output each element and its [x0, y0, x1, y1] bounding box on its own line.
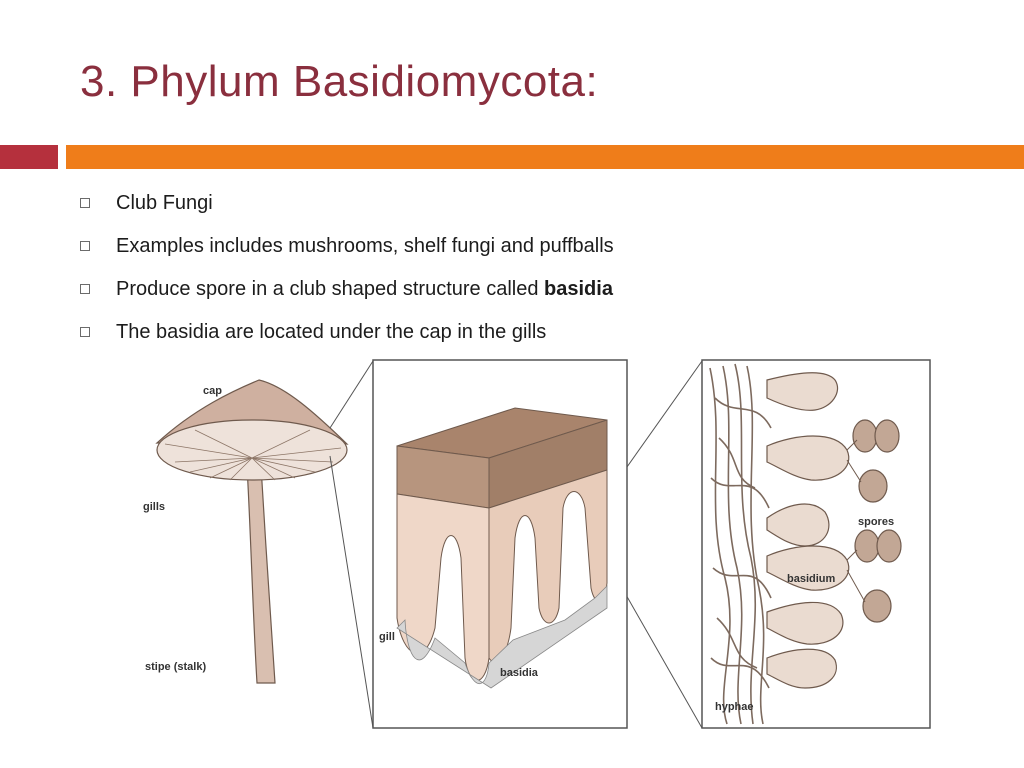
stipe-shape [246, 465, 276, 684]
basidia-clubs [766, 372, 850, 689]
square-bullet-icon [80, 327, 90, 337]
gill-lines [164, 429, 342, 481]
label-spores: spores [858, 516, 894, 528]
basidia-layer [396, 585, 608, 689]
square-bullet-icon [80, 241, 90, 251]
label-gill: gill [379, 631, 395, 643]
spores [852, 419, 902, 623]
mushroom-illustration: cap gills stipe (stalk) [143, 379, 349, 684]
bullet-text: The basidia are located under the cap in… [116, 321, 547, 343]
gills-underside [156, 419, 348, 481]
accent-bar-orange [66, 145, 1024, 169]
square-bullet-icon [80, 284, 90, 294]
label-hyphae: hyphae [715, 701, 754, 713]
bullet-text: Produce spore in a club shaped structure… [116, 272, 613, 306]
label-stipe: stipe (stalk) [145, 661, 206, 673]
bullet-text: Club Fungi [116, 192, 213, 214]
square-bullet-icon [80, 198, 90, 208]
bullet-text-plain: Produce spore in a club shaped structure… [116, 278, 545, 300]
gill-block-panel: gill basidia [372, 359, 628, 729]
slide-title: 3. Phylum Basidiomycota: [80, 57, 599, 106]
hyphae-strands [709, 363, 772, 725]
bullet-text: Examples includes mushrooms, shelf fungi… [116, 235, 614, 257]
label-basidia: basidia [500, 667, 539, 679]
label-gills: gills [143, 501, 165, 513]
label-cap: cap [203, 385, 222, 397]
bullet-text-bold: basidia [544, 278, 613, 300]
gill-side [488, 469, 608, 663]
label-basidium: basidium [787, 573, 836, 585]
sterigmata [846, 439, 866, 603]
basidium-panel: spores basidium hyphae [701, 359, 931, 729]
mushroom-diagram: cap gills stipe (stalk) gill [135, 358, 935, 730]
accent-bar-red [0, 145, 58, 169]
mushroom-diagram-svg: cap gills stipe (stalk) gill [143, 359, 931, 729]
